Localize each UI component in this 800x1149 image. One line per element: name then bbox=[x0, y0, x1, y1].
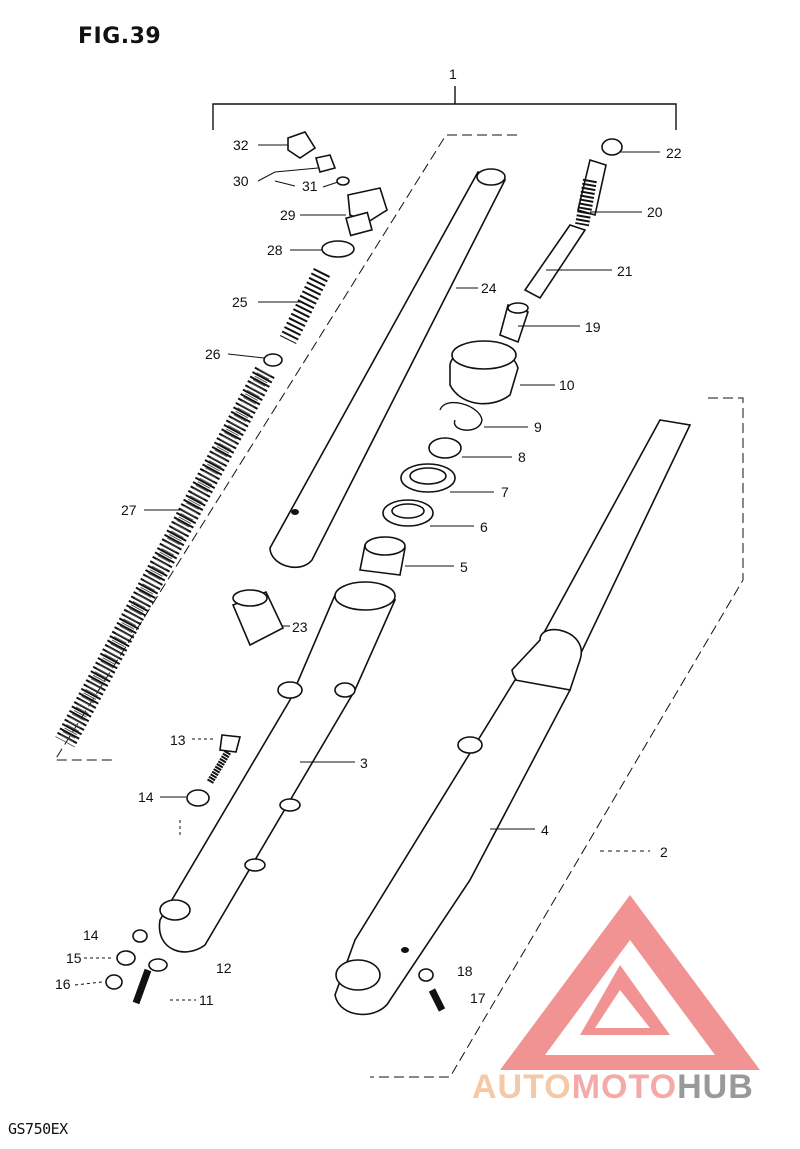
callout-19: 19 bbox=[585, 319, 601, 335]
callout-26: 26 bbox=[205, 346, 221, 362]
watermark-text: AUTOMOTOHUB bbox=[472, 1068, 754, 1107]
callout-32: 32 bbox=[233, 137, 249, 153]
rod-bushing bbox=[499, 302, 530, 344]
o-ring bbox=[321, 240, 355, 258]
callout-31: 31 bbox=[302, 178, 318, 194]
callout-14-lower: 14 bbox=[83, 927, 99, 943]
callout-5: 5 bbox=[460, 559, 468, 575]
left-outer-tube bbox=[158, 581, 397, 953]
callout-14-upper: 14 bbox=[138, 789, 154, 805]
callout-25: 25 bbox=[232, 294, 248, 310]
callout-21: 21 bbox=[617, 263, 633, 279]
damper-rod bbox=[269, 168, 507, 569]
callout-23: 23 bbox=[292, 619, 308, 635]
callout-2: 2 bbox=[660, 844, 668, 860]
callout-6: 6 bbox=[480, 519, 488, 535]
drain-bolt bbox=[428, 988, 446, 1012]
air-valve bbox=[314, 154, 350, 186]
oil-lock-piece bbox=[231, 589, 285, 647]
model-code: GS750EX bbox=[8, 1120, 68, 1138]
callout-28: 28 bbox=[267, 242, 283, 258]
stud-bolt bbox=[132, 968, 152, 1005]
nut bbox=[116, 950, 136, 966]
spring-washer bbox=[148, 958, 168, 972]
callout-8: 8 bbox=[518, 449, 526, 465]
seal-spacer bbox=[382, 499, 434, 527]
right-assembly-outline bbox=[370, 397, 744, 1078]
oil-seal-washer bbox=[428, 437, 462, 459]
callout-29: 29 bbox=[280, 207, 296, 223]
figure-title: FIG.39 bbox=[78, 24, 162, 49]
rebound-spring bbox=[575, 158, 607, 227]
callout-22: 22 bbox=[666, 145, 682, 161]
callout-3: 3 bbox=[360, 755, 368, 771]
callout-27: 27 bbox=[121, 502, 137, 518]
callout-11: 11 bbox=[199, 992, 214, 1008]
small-washer bbox=[132, 929, 148, 943]
watermark-text-hub: HUB bbox=[677, 1068, 754, 1106]
callout-16: 16 bbox=[55, 976, 71, 992]
axle-bolt bbox=[206, 734, 242, 784]
fork-spring bbox=[55, 366, 275, 748]
callout-17: 17 bbox=[470, 990, 486, 1006]
left-assembly-outline bbox=[54, 134, 517, 761]
callout-1: 1 bbox=[449, 66, 457, 82]
callout-20: 20 bbox=[647, 204, 663, 220]
retaining-ring bbox=[439, 401, 483, 431]
short-spring bbox=[279, 267, 331, 345]
drain-washer bbox=[418, 968, 434, 982]
callout-12: 12 bbox=[216, 960, 232, 976]
guide-metal bbox=[359, 536, 406, 576]
assembly-bracket bbox=[212, 86, 677, 130]
cap-nut bbox=[105, 974, 123, 990]
oil-seal bbox=[400, 463, 456, 493]
bolt-washer bbox=[186, 789, 210, 807]
callout-4: 4 bbox=[541, 822, 549, 838]
callout-13: 13 bbox=[170, 732, 186, 748]
cap-bolt bbox=[345, 187, 388, 237]
dust-seal bbox=[449, 340, 519, 405]
circlip bbox=[601, 138, 623, 156]
inner-rod bbox=[523, 224, 587, 300]
valve-cap bbox=[287, 131, 317, 159]
watermark-text-auto: AUTO bbox=[472, 1068, 572, 1106]
watermark-text-moto: MOTO bbox=[571, 1068, 678, 1106]
callout-18: 18 bbox=[457, 963, 473, 979]
callout-7: 7 bbox=[501, 484, 509, 500]
right-fork-assembly bbox=[334, 419, 692, 1016]
callout-30: 30 bbox=[233, 173, 249, 189]
callout-10: 10 bbox=[559, 377, 575, 393]
callout-24: 24 bbox=[481, 280, 497, 296]
callout-9: 9 bbox=[534, 419, 542, 435]
spring-seat-washer bbox=[263, 353, 283, 367]
automotohub-logo bbox=[500, 895, 760, 1070]
leader-lines bbox=[74, 144, 660, 1001]
callout-15: 15 bbox=[66, 950, 82, 966]
